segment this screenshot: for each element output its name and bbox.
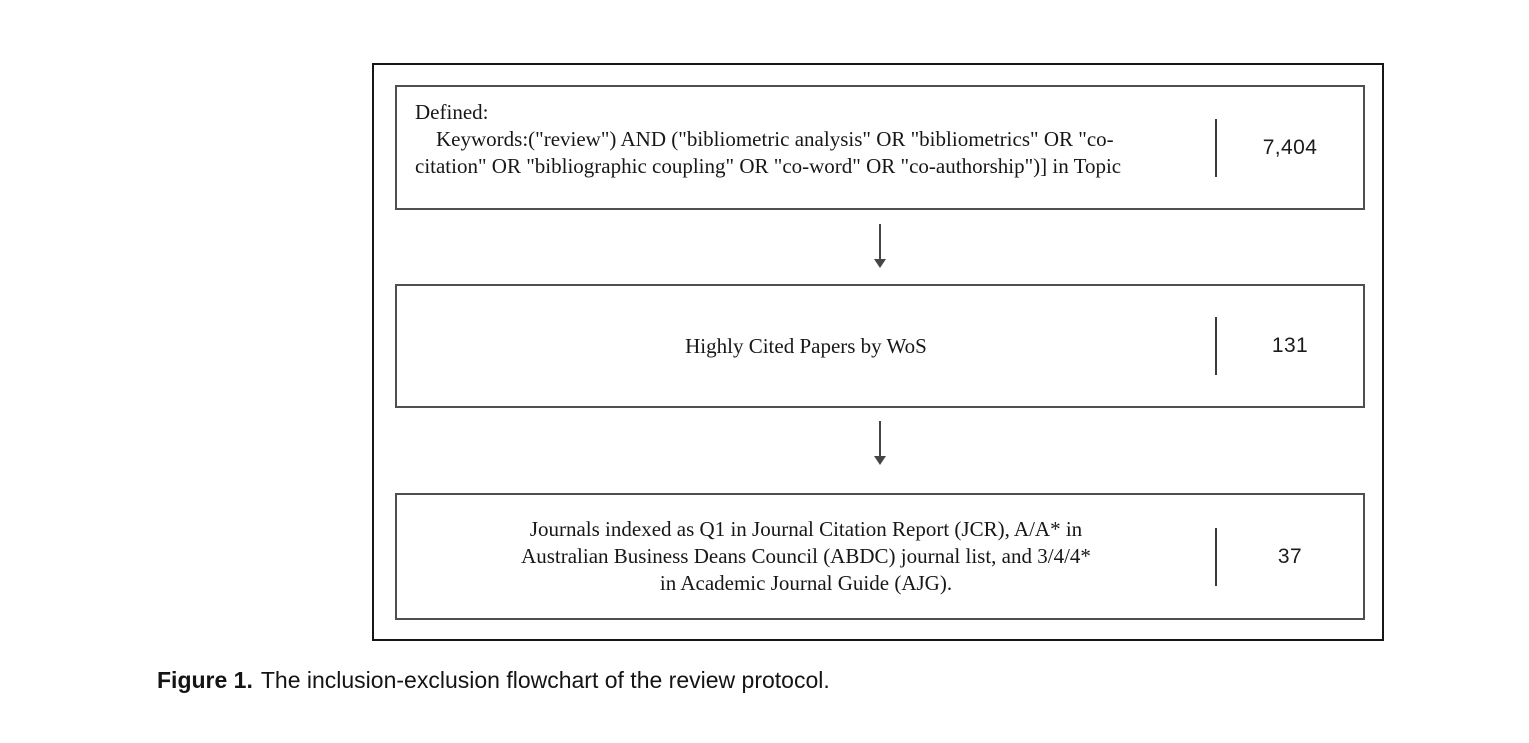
figure-caption-label: Figure 1. <box>157 667 253 693</box>
arrow-head <box>874 259 886 268</box>
search-query-text: Defined: Keywords:("review") AND ("bibli… <box>397 87 1215 208</box>
arrow-shaft <box>879 421 881 457</box>
flowchart-box-journal-quality: Journals indexed as Q1 in Journal Citati… <box>395 493 1365 620</box>
figure-caption-text: The inclusion-exclusion flowchart of the… <box>260 667 830 693</box>
flowchart-frame: Defined: Keywords:("review") AND ("bibli… <box>372 63 1384 641</box>
figure-caption: Figure 1. The inclusion-exclusion flowcha… <box>157 667 830 694</box>
search-query-line-1: Defined: <box>415 100 489 124</box>
journal-quality-line-1: Journals indexed as Q1 in Journal Citati… <box>529 517 1083 541</box>
record-count: 7,404 <box>1262 135 1318 159</box>
arrow-head <box>874 456 886 465</box>
search-query-line-2: Keywords:("review") AND ("bibliometric a… <box>436 127 1114 151</box>
journal-quality-line-3: in Academic Journal Guide (AJG). <box>659 571 953 595</box>
count-divider-line <box>1215 118 1217 177</box>
highly-cited-text: Highly Cited Papers by WoS <box>397 286 1215 406</box>
down-arrow-icon <box>868 421 892 465</box>
journal-quality-text: Journals indexed as Q1 in Journal Citati… <box>397 495 1215 618</box>
record-count: 37 <box>1277 544 1303 568</box>
flowchart-box-search-query: Defined: Keywords:("review") AND ("bibli… <box>395 85 1365 210</box>
search-query-line-3: citation" OR "bibliographic coupling" OR… <box>415 154 1122 178</box>
count-divider-line <box>1215 527 1217 586</box>
journal-quality-line-2: Australian Business Deans Council (ABDC)… <box>521 544 1091 568</box>
down-arrow-icon <box>868 224 892 268</box>
arrow-shaft <box>879 224 881 260</box>
record-count: 131 <box>1271 334 1309 357</box>
highly-cited-line-1: Highly Cited Papers by WoS <box>685 333 927 358</box>
flowchart-box-highly-cited: Highly Cited Papers by WoS 131 <box>395 284 1365 408</box>
count-divider-line <box>1215 317 1217 375</box>
